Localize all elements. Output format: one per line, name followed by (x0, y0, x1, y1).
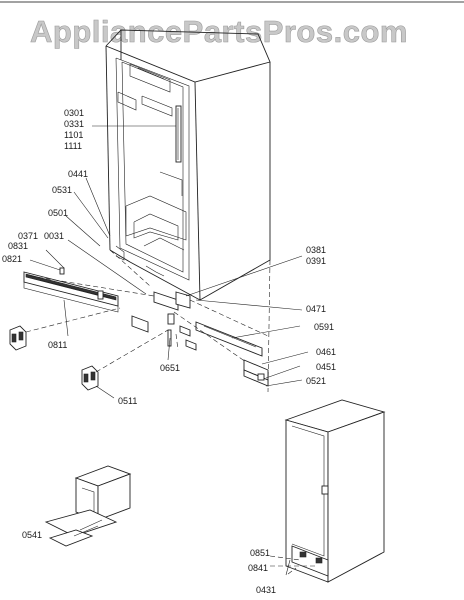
label-1101: 1101 (64, 130, 83, 140)
label-0391: 0391 (306, 256, 326, 266)
label-0811: 0811 (48, 340, 67, 350)
watermark-text: AppliancePartsPros.com (30, 14, 408, 49)
label-0541: 0541 (22, 530, 42, 540)
toe-grille (23, 267, 119, 313)
refrigerator-cabinet (105, 29, 271, 393)
label-0031: 0031 (44, 231, 64, 241)
roller-assembly-right (81, 365, 99, 391)
label-0431: 0431 (256, 585, 276, 595)
label-0651: 0651 (160, 363, 180, 373)
label-0451: 0451 (316, 362, 336, 372)
refrigerator-rear-view (269, 399, 386, 583)
label-0381: 0381 (306, 245, 326, 255)
label-0841: 0841 (248, 563, 268, 573)
label-0821: 0821 (2, 254, 22, 264)
label-0331: 0331 (64, 119, 84, 129)
label-1111: 1111 (64, 141, 82, 151)
label-0521: 0521 (306, 376, 326, 386)
label-0851: 0851 (250, 548, 270, 558)
base-shroud (44, 465, 132, 547)
roller-assembly-left (9, 325, 27, 351)
watermark-logo: AppliancePartsPros.com (0, 1, 464, 49)
label-0831: 0831 (8, 241, 28, 251)
label-0511: 0511 (118, 396, 137, 406)
label-0501: 0501 (48, 208, 68, 218)
label-0461: 0461 (316, 347, 336, 357)
label-0471: 0471 (306, 304, 326, 314)
explosion-lines (25, 249, 269, 373)
leader-lines (29, 125, 309, 399)
label-0531: 0531 (52, 185, 72, 195)
label-0371: 0371 (18, 231, 38, 241)
label-0441: 0441 (68, 169, 88, 179)
label-0301: 0301 (64, 108, 84, 118)
part-labels: 0301 0331 1101 1111 0441 0531 0501 0371 … (2, 108, 336, 595)
label-0591: 0591 (314, 322, 334, 332)
